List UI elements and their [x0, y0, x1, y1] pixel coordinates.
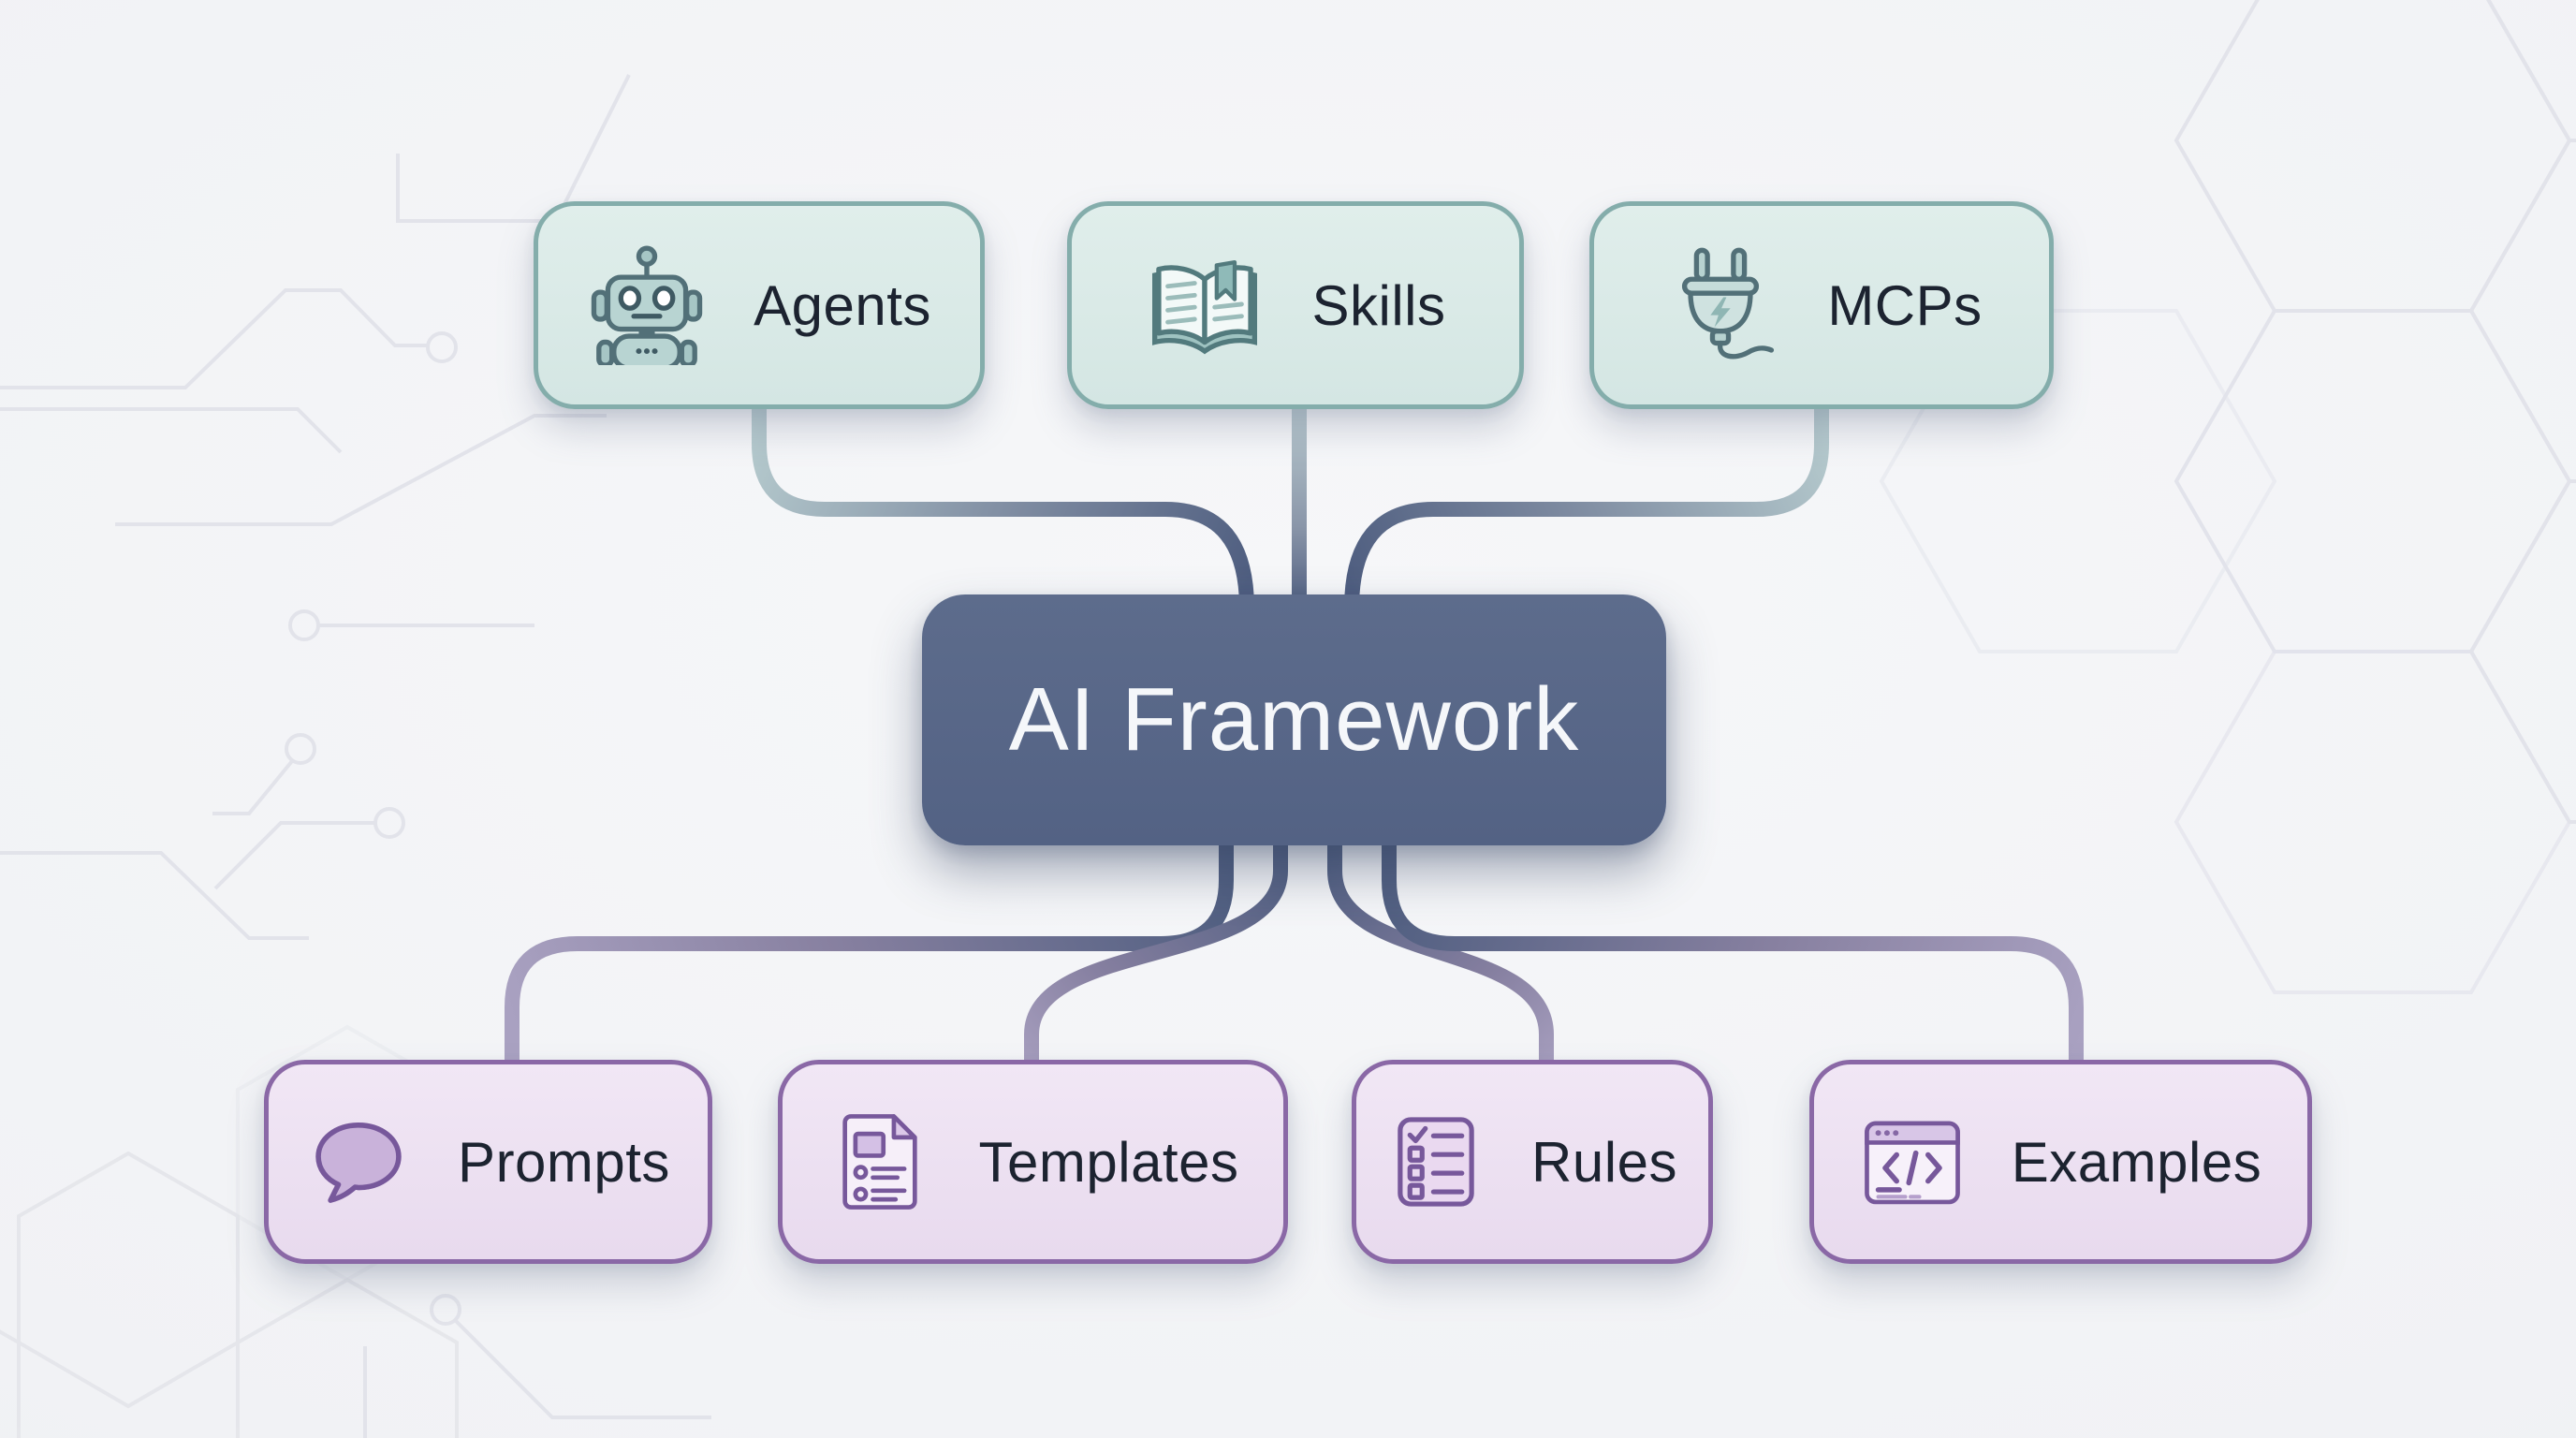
plug-icon: [1661, 245, 1780, 365]
node-mcps: MCPs: [1589, 201, 2054, 409]
edge-framework-rules: [1327, 841, 1554, 1064]
node-label: Agents: [754, 273, 931, 337]
node-agents: Agents: [534, 201, 985, 409]
speech-bubble-icon: [306, 1109, 411, 1214]
edge-framework-prompts: [505, 841, 1234, 1064]
node-rules: Rules: [1352, 1060, 1713, 1264]
node-label: Templates: [978, 1130, 1239, 1194]
node-examples: Examples: [1809, 1060, 2312, 1264]
node-prompts: Prompts: [264, 1060, 712, 1264]
edge-mcps-framework: [1344, 403, 1829, 609]
node-label: Examples: [2011, 1130, 2262, 1194]
edge-framework-examples: [1382, 841, 2084, 1064]
center-node-label: AI Framework: [1008, 669, 1580, 770]
edge-agents-framework: [752, 403, 1254, 609]
node-templates: Templates: [778, 1060, 1288, 1264]
node-label: Prompts: [458, 1130, 670, 1194]
node-ai-framework: AI Framework: [922, 594, 1666, 845]
robot-icon: [587, 245, 707, 371]
document-icon: [827, 1109, 932, 1214]
checklist-icon: [1387, 1113, 1485, 1211]
open-book-icon: [1145, 245, 1265, 365]
node-skills: Skills: [1067, 201, 1524, 409]
node-label: Rules: [1531, 1130, 1677, 1194]
code-window-icon: [1860, 1109, 1965, 1214]
node-label: Skills: [1311, 273, 1446, 337]
node-label: MCPs: [1827, 273, 1983, 337]
edge-framework-templates: [1024, 841, 1288, 1064]
circuit-traces: [0, 74, 711, 1438]
